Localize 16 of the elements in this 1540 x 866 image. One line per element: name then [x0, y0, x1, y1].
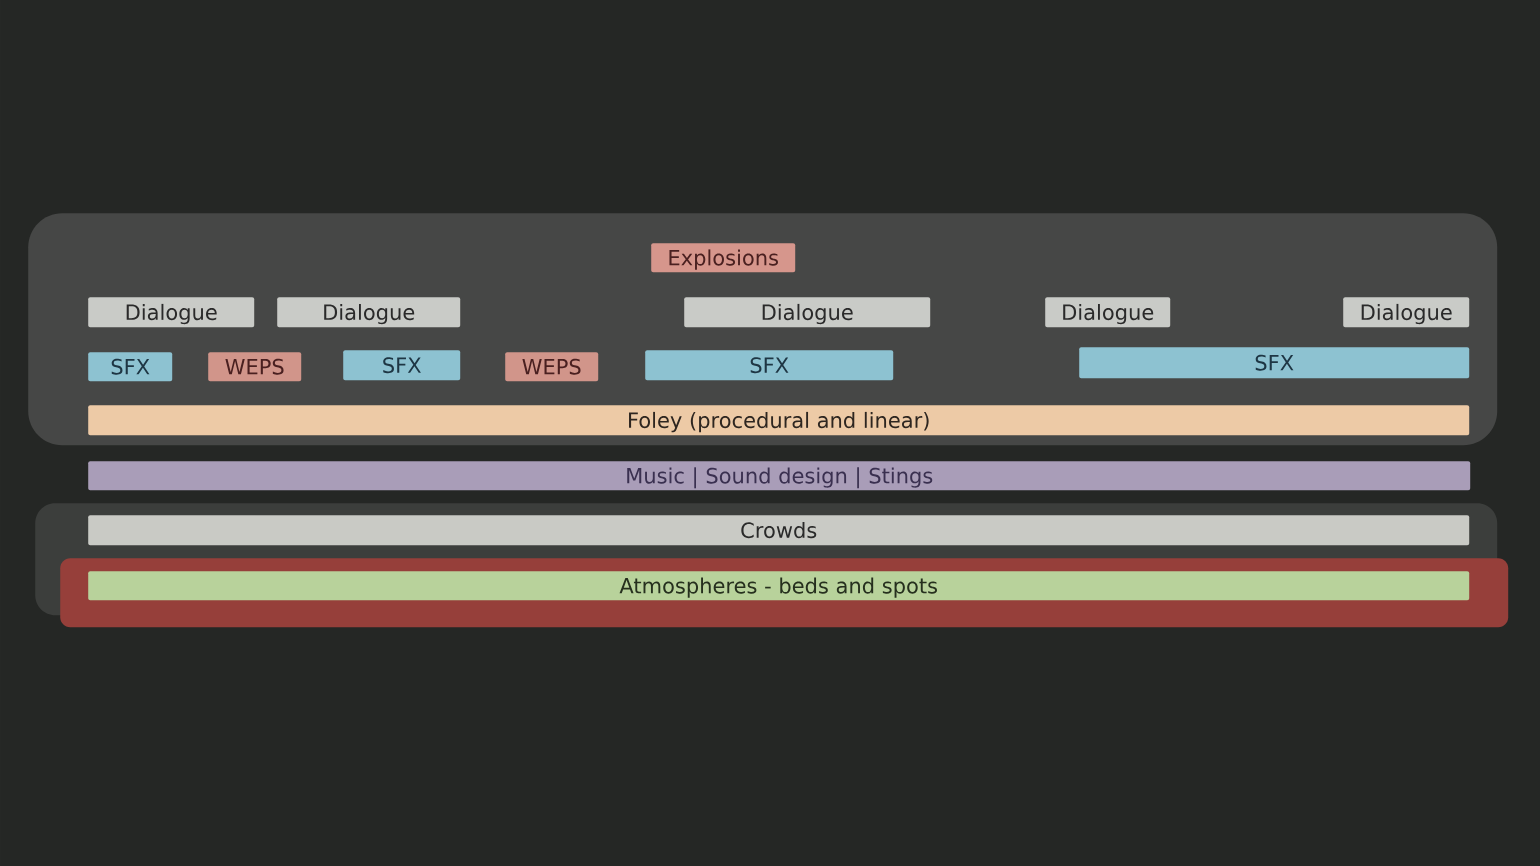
label-box: Dialogue: [88, 297, 255, 328]
layer-bar: Music | Sound design | Stings: [88, 461, 1471, 491]
label-box: WEPS: [208, 352, 302, 382]
label-box: SFX: [645, 350, 894, 381]
label-box: Dialogue: [684, 297, 931, 328]
label-box: Explosions: [651, 243, 796, 273]
label-box: Dialogue: [277, 297, 461, 328]
label-box: Dialogue: [1045, 297, 1171, 328]
layer-bar: Atmospheres - beds and spots: [88, 571, 1470, 601]
label-box: SFX: [1079, 347, 1470, 379]
layer-bar: Crowds: [88, 515, 1470, 546]
label-box: Dialogue: [1343, 297, 1470, 328]
label-box: SFX: [343, 350, 461, 381]
layer-bar: Foley (procedural and linear): [88, 405, 1470, 436]
label-box: WEPS: [505, 352, 599, 382]
label-box: SFX: [88, 352, 173, 382]
